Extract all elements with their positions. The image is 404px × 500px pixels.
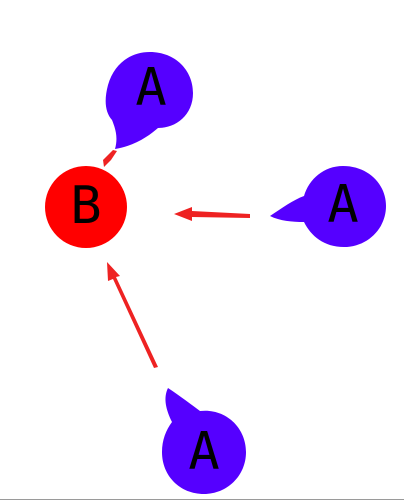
edges — [103, 150, 250, 368]
edge-right-to-b — [174, 207, 250, 221]
node-a-top-shape — [105, 52, 193, 149]
node-b[interactable]: B — [45, 166, 127, 248]
edge-top-to-b — [103, 150, 117, 167]
node-b-circle — [45, 166, 127, 248]
node-a-top[interactable]: A — [105, 52, 193, 149]
node-a-right-shape — [270, 166, 386, 247]
node-a-top-label: A — [135, 58, 166, 118]
node-a-bottom[interactable]: A — [162, 388, 246, 494]
node-a-bottom-shape — [162, 388, 246, 494]
node-a-bottom-label: A — [188, 422, 219, 482]
node-a-right-label: A — [327, 175, 358, 235]
edge-bottom-to-b — [107, 262, 158, 368]
node-b-label: B — [70, 176, 101, 236]
node-a-right[interactable]: A — [270, 166, 386, 247]
